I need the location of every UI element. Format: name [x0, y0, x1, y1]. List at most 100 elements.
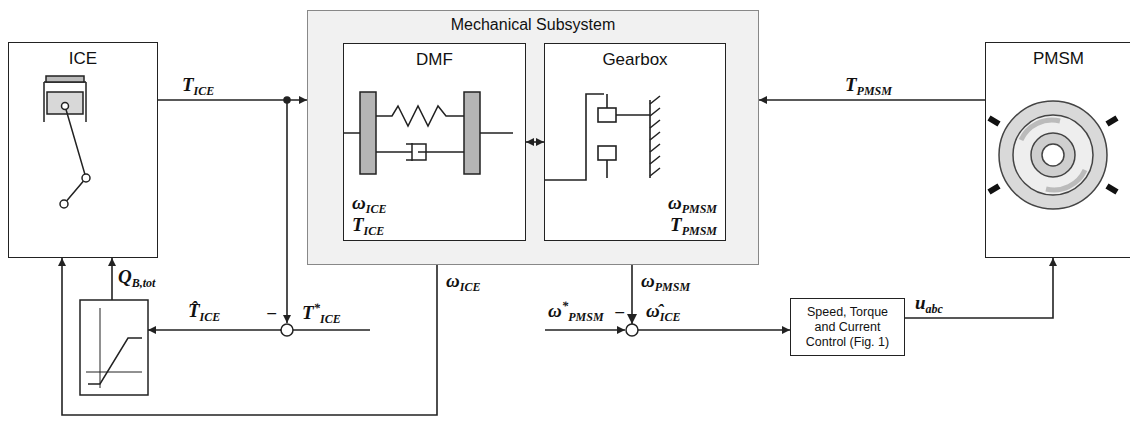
math-subscript: B,tot: [132, 276, 156, 290]
math-subscript: PMSM: [682, 202, 717, 216]
signal-name: T̂ICE: [188, 300, 220, 325]
pmsm-symbol: [999, 101, 1107, 209]
signal-wire: [111, 258, 113, 300]
piston-symbol: [47, 92, 83, 114]
summing-junction: [281, 324, 293, 336]
flywheel-box: DMFωICETICE: [343, 43, 526, 241]
saturation-block: [80, 300, 148, 395]
sign-mark: −: [266, 303, 278, 325]
piston-symbol: [44, 82, 86, 122]
block-title: DMF: [344, 50, 525, 70]
saturation-block: [86, 308, 142, 388]
signal-connector: [158, 99, 307, 101]
summing-junction: [626, 324, 638, 336]
saturation-block: [88, 338, 142, 384]
dmf-symbol: [360, 92, 376, 174]
signal-name: ω̂ICE: [646, 300, 680, 325]
pmsm-symbol: [1046, 170, 1085, 190]
signal-name: T*ICE: [302, 300, 341, 327]
math-subscript: ICE: [200, 310, 221, 324]
signal-name: ωICE: [352, 192, 386, 217]
signal-name: ω*PMSM: [548, 298, 604, 325]
signal-wire: [280, 329, 370, 331]
dmf-symbol: [344, 92, 513, 174]
math-symbol: T: [845, 74, 857, 95]
subsystem-group: Mechanical SubsystemDMFωICETICEGearboxωP…: [307, 10, 759, 265]
math-symbol: ω: [548, 300, 562, 321]
signal-wire: [148, 329, 281, 331]
block-title: Gearbox: [545, 50, 725, 70]
dmf-symbol: [376, 143, 464, 161]
math-symbol: u: [915, 292, 926, 313]
signal-wire: [545, 329, 625, 331]
dmf-symbol: [464, 92, 480, 174]
math-subscript: PMSM: [682, 224, 717, 238]
math-subscript: PMSM: [857, 84, 892, 98]
math-symbol: T: [182, 74, 194, 95]
summing-junction: [284, 97, 290, 103]
dmf-symbol: [376, 106, 464, 126]
signal-wire: [286, 100, 288, 323]
gearbox-symbol: [598, 146, 616, 160]
block-title: PMSM: [986, 49, 1130, 69]
gearbox-symbol: [650, 96, 660, 176]
signal-name: ωICE: [446, 270, 480, 295]
signal-connector: [526, 141, 544, 143]
math-subscript: abc: [926, 302, 943, 316]
piston-symbol: [64, 106, 86, 204]
pmsm-symbol: [1031, 133, 1075, 177]
dmf-symbol: [344, 132, 513, 134]
math-subscript: ICE: [364, 224, 385, 238]
pmsm-symbol: [989, 118, 1117, 192]
block-text: Speed, Torque and Current Control (Fig. …: [795, 305, 900, 350]
pmsm-symbol: [1042, 144, 1064, 166]
signal-name: uabc: [915, 292, 943, 317]
block-title: Mechanical Subsystem: [308, 16, 758, 34]
math-symbol: ω: [352, 192, 366, 213]
controller-box: Speed, Torque and Current Control (Fig. …: [790, 298, 905, 356]
math-subscript: PMSM: [568, 310, 603, 324]
math-subscript: ICE: [660, 310, 681, 324]
math-symbol: ω̂: [646, 300, 660, 321]
pmsm-symbol: [1013, 115, 1093, 195]
saturation-block: [80, 300, 148, 395]
signal-name: TPMSM: [845, 74, 892, 99]
math-symbol: ω: [641, 270, 655, 291]
signal-connector: [759, 99, 985, 101]
signal-wire: [112, 100, 625, 330]
block-title: ICE: [9, 49, 157, 69]
math-subscript: ICE: [366, 202, 387, 216]
gearbox-symbol: [545, 94, 604, 180]
piston-symbol: [60, 200, 68, 208]
motor-box: PMSM: [985, 42, 1130, 258]
summing-junction: [281, 97, 638, 336]
gearbox-symbol: [606, 94, 608, 178]
pmsm-symbol: [1021, 120, 1060, 140]
math-subscript: ICE: [460, 280, 481, 294]
signal-name: TICE: [352, 214, 384, 239]
signal-name: TPMSM: [670, 214, 717, 239]
math-subscript: ICE: [194, 84, 215, 98]
math-subscript: ICE: [320, 312, 341, 326]
gearbox-symbol: [598, 108, 616, 122]
signal-name: ωPMSM: [668, 192, 717, 217]
pmsm-symbol: [989, 101, 1117, 209]
math-symbol: ω: [668, 192, 682, 213]
gearbox-symbol: [616, 100, 650, 178]
piston-symbol: [46, 76, 84, 82]
signal-name: TICE: [182, 74, 214, 99]
signal-connector: [632, 265, 790, 330]
math-symbol: T: [670, 214, 682, 235]
gearbox-symbol: [545, 94, 660, 180]
engine-box: ICE: [8, 42, 158, 258]
piston-symbol: [62, 103, 69, 110]
signal-name: QB,tot: [118, 266, 155, 291]
connector-layer: [62, 100, 1053, 415]
math-superscript: *: [314, 300, 321, 315]
math-superscript: *: [562, 298, 569, 313]
math-symbol: ω: [446, 270, 460, 291]
signal-connector: [62, 258, 437, 415]
math-symbol: T̂: [188, 300, 200, 321]
